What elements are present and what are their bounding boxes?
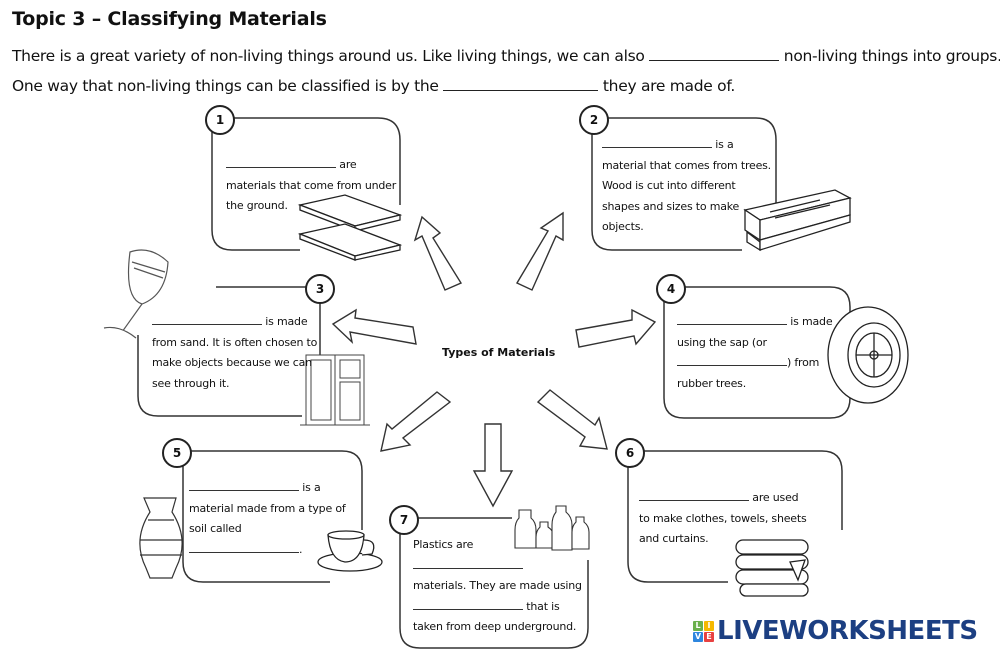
answer-blank-oil[interactable]: [413, 597, 523, 610]
liveworksheets-logo[interactable]: L I V E LIVEWORKSHEETS: [693, 616, 978, 646]
box-7-text: Plastics are materials. They are made us…: [413, 535, 582, 638]
box-text: objects.: [602, 220, 644, 233]
box-text: rubber trees.: [677, 376, 747, 390]
folded-towels-icon: [735, 539, 809, 597]
box-text: material made from a type of: [189, 501, 346, 515]
logo-tiles-icon: L I V E: [693, 620, 714, 642]
arrow-to-box-7: [472, 423, 514, 508]
box-text: ) from: [787, 356, 820, 369]
box-text: that is: [523, 599, 560, 613]
box-5-frame: [182, 450, 363, 583]
teacup-icon: [317, 530, 383, 572]
box-text: the ground.: [226, 199, 288, 212]
box-text: soil called: [189, 522, 242, 535]
intro-line-2: One way that non-living things can be cl…: [12, 76, 735, 95]
arrow-to-box-6: [536, 389, 608, 450]
box-text: make objects because we can: [152, 356, 312, 369]
box-text: is made: [787, 315, 833, 328]
box-text: Plastics are: [413, 538, 474, 551]
box-text: materials. They are made using: [413, 579, 582, 592]
box-text: is a: [712, 138, 734, 151]
box-4-frame: [663, 286, 851, 419]
box-2-frame: [591, 117, 777, 251]
box-3-number: 3: [305, 274, 335, 304]
steel-beam-icon: [297, 194, 403, 261]
answer-blank-classify[interactable]: [649, 46, 780, 61]
answer-blank-synthetic[interactable]: [413, 556, 523, 569]
box-1-number: 1: [205, 105, 235, 135]
page-title: Topic 3 – Classifying Materials: [12, 8, 327, 30]
logo-tile: L: [693, 620, 703, 631]
logo-text: LIVEWORKSHEETS: [717, 616, 978, 646]
intro-text: There is a great variety of non-living t…: [12, 47, 650, 65]
box-text: materials that come from under: [226, 178, 397, 192]
box-2-text: is a material that comes from trees. Woo…: [602, 135, 771, 238]
box-text: see through it.: [152, 376, 230, 390]
intro-text: One way that non-living things can be cl…: [12, 77, 444, 95]
logo-tile: E: [704, 631, 714, 642]
answer-blank-ceramic[interactable]: [189, 478, 299, 491]
answer-blank-metals[interactable]: [226, 155, 336, 168]
center-label: Types of Materials: [442, 346, 556, 359]
intro-text: they are made of.: [598, 77, 735, 95]
intro-text: non-living things into groups.: [779, 47, 1000, 65]
answer-blank-glass[interactable]: [152, 312, 262, 325]
box-6-text: are used to make clothes, towels, sheets…: [639, 488, 807, 550]
box-4-text: is made using the sap (or ) from rubber …: [677, 312, 833, 394]
box-5-number: 5: [162, 438, 192, 468]
box-text: is made: [262, 315, 308, 328]
box-text: from sand. It is often chosen to: [152, 335, 318, 349]
arrow-to-box-1: [413, 215, 463, 291]
box-text: taken from deep underground.: [413, 620, 577, 633]
box-text: and curtains.: [639, 532, 709, 545]
box-text: is a: [299, 481, 321, 494]
wood-planks-icon: [743, 189, 852, 252]
arrow-to-box-3: [331, 308, 417, 345]
box-4-number: 4: [656, 274, 686, 304]
box-3-text: is made from sand. It is often chosen to…: [152, 312, 317, 394]
answer-blank-latex[interactable]: [677, 353, 787, 366]
box-3-frame: [137, 286, 321, 417]
box-7-frame: [399, 517, 589, 649]
logo-tile: I: [704, 620, 714, 631]
window-icon: [300, 354, 370, 426]
answer-blank-clay[interactable]: [189, 540, 299, 553]
box-text: .: [299, 542, 303, 556]
arrow-to-box-2: [516, 211, 564, 291]
answer-blank-rubber[interactable]: [677, 312, 787, 325]
vase-icon: [139, 497, 183, 579]
wine-glass-icon: [103, 249, 169, 339]
arrow-to-box-4: [575, 308, 657, 348]
box-text: are used: [749, 491, 799, 504]
box-2-number: 2: [579, 105, 609, 135]
box-5-text: is a material made from a type of soil c…: [189, 478, 346, 560]
box-text: material that comes from trees.: [602, 158, 771, 172]
answer-blank-materials[interactable]: [443, 76, 599, 91]
box-text: are: [336, 158, 357, 171]
plastic-bottles-icon: [514, 505, 590, 551]
answer-blank-fabrics[interactable]: [639, 488, 749, 501]
arrow-to-box-5: [380, 391, 452, 452]
box-7-number: 7: [389, 505, 419, 535]
intro-line-1: There is a great variety of non-living t…: [12, 46, 1000, 65]
box-text: shapes and sizes to make: [602, 199, 740, 213]
arrows: [331, 211, 657, 508]
box-text: to make clothes, towels, sheets: [639, 511, 807, 525]
box-1-text: are materials that come from under the g…: [226, 155, 396, 217]
logo-tile: V: [693, 631, 703, 642]
box-6-frame: [627, 450, 843, 583]
box-text: Wood is cut into different: [602, 179, 736, 192]
tyre-icon: [827, 306, 909, 404]
box-text: using the sap (or: [677, 335, 767, 349]
answer-blank-wood[interactable]: [602, 135, 712, 148]
box-1-frame: [211, 117, 401, 251]
box-6-number: 6: [615, 438, 645, 468]
